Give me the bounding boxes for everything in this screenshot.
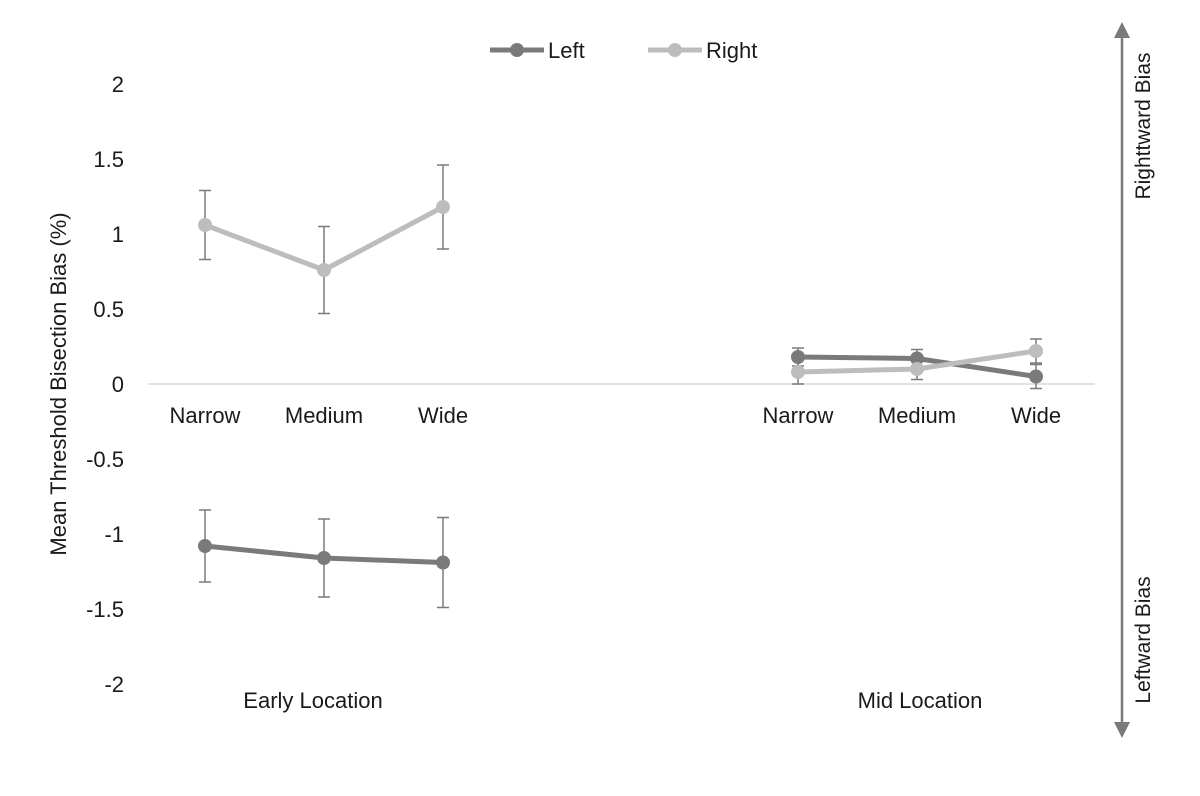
- category-label: Narrow: [763, 403, 834, 428]
- category-label: Wide: [1011, 403, 1061, 428]
- group-label: Early Location: [243, 688, 382, 713]
- arrow-down-icon: [1114, 722, 1130, 738]
- data-point: [910, 362, 924, 376]
- series-layer: [198, 164, 1043, 609]
- data-point: [1029, 369, 1043, 384]
- data-point: [791, 365, 805, 379]
- data-point: [317, 551, 331, 565]
- y-tick-label: 1: [112, 222, 124, 247]
- category-labels: Narrow Medium Wide Narrow Medium Wide: [170, 403, 1062, 428]
- data-point: [436, 555, 450, 570]
- data-point: [198, 539, 212, 553]
- y-tick-label: 0.5: [93, 297, 124, 322]
- legend-item-right: Right: [648, 38, 757, 63]
- leftward-bias-label: Leftward Bias: [1132, 576, 1155, 703]
- y-axis-ticks: 2 1.5 1 0.5 0 -0.5 -1 -1.5 -2: [86, 72, 124, 697]
- data-point: [1029, 344, 1043, 358]
- legend-swatch-marker: [668, 43, 682, 57]
- data-point: [317, 263, 331, 277]
- category-label: Medium: [285, 403, 363, 428]
- category-label: Narrow: [170, 403, 241, 428]
- y-tick-label: -1.5: [86, 597, 124, 622]
- group-labels: Early Location Mid Location: [243, 688, 982, 713]
- rightward-bias-label: Righttward Bias: [1132, 52, 1155, 199]
- legend-swatch-marker: [510, 43, 524, 57]
- data-point: [436, 200, 450, 214]
- series-right: [198, 164, 1043, 385]
- arrow-up-icon: [1114, 22, 1130, 38]
- group-label: Mid Location: [858, 688, 983, 713]
- category-label: Wide: [418, 403, 468, 428]
- legend-label: Left: [548, 38, 585, 63]
- y-tick-label: -1: [104, 522, 124, 547]
- legend: Left Right: [490, 38, 757, 63]
- data-point: [198, 218, 212, 232]
- legend-label: Right: [706, 38, 757, 63]
- y-tick-label: -2: [104, 672, 124, 697]
- y-axis-label: Mean Threshold Bisection Bias (%): [46, 212, 71, 555]
- category-label: Medium: [878, 403, 956, 428]
- y-tick-label: -0.5: [86, 447, 124, 472]
- y-tick-label: 1.5: [93, 147, 124, 172]
- y-tick-label: 2: [112, 72, 124, 97]
- legend-item-left: Left: [490, 38, 585, 63]
- series-left: [198, 347, 1043, 609]
- y-tick-label: 0: [112, 372, 124, 397]
